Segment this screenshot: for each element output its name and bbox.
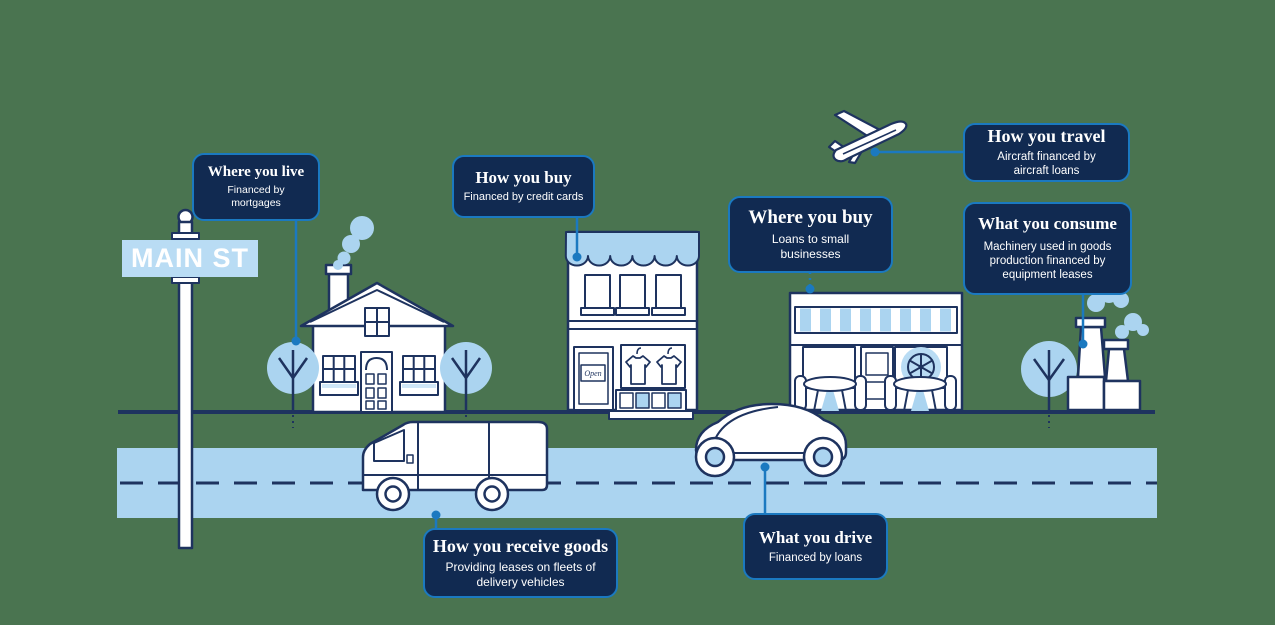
attic-window bbox=[364, 307, 390, 337]
callout-title: How you travel bbox=[987, 126, 1106, 147]
open-sign bbox=[580, 364, 606, 382]
tshirt-icon bbox=[656, 347, 682, 385]
street-sign-text: MAIN ST bbox=[131, 243, 249, 273]
callout-where-you-buy: Where you buy Loans to small businesses bbox=[728, 196, 893, 273]
callout-title: How you receive goods bbox=[432, 536, 609, 557]
street-sign: MAIN ST bbox=[122, 208, 258, 550]
tshirt-icon bbox=[625, 347, 651, 385]
cafe-table-right bbox=[884, 375, 957, 412]
street-sign-plate bbox=[122, 240, 258, 277]
cafe-table-left bbox=[794, 375, 867, 412]
connector-dot bbox=[431, 510, 441, 520]
road bbox=[117, 448, 1157, 518]
connector-lines bbox=[291, 147, 1088, 530]
callout-subtitle: Providing leases on fleets of delivery v… bbox=[445, 559, 596, 589]
factory-illustration bbox=[1066, 281, 1149, 412]
factory-smoke bbox=[1087, 281, 1149, 339]
shop-awning bbox=[564, 231, 700, 267]
connector-dot bbox=[572, 252, 582, 262]
van-window bbox=[373, 429, 405, 462]
house-window-left bbox=[319, 355, 359, 396]
callout-what-you-drive: What you drive Financed by loans bbox=[743, 513, 888, 580]
trees bbox=[267, 341, 1077, 428]
connector-dot bbox=[870, 147, 880, 157]
callout-subtitle: Financed by loans bbox=[768, 551, 863, 564]
tree-icon bbox=[267, 342, 319, 428]
callout-how-you-buy: How you buy Financed by credit cards bbox=[452, 155, 595, 218]
cafe-illustration bbox=[788, 291, 964, 412]
delivery-van-illustration bbox=[361, 420, 549, 512]
cafe-awning bbox=[794, 306, 958, 334]
callout-what-you-consume: What you consume Machinery used in goods… bbox=[963, 202, 1132, 295]
callout-where-you-live: Where you live Financed by mortgages bbox=[192, 153, 320, 221]
shop-illustration: Open bbox=[564, 230, 700, 420]
car-wheels bbox=[694, 436, 844, 478]
house-window-right bbox=[399, 355, 439, 396]
callout-subtitle: Financed by mortgages bbox=[227, 184, 285, 210]
shop-base-panels bbox=[608, 389, 694, 420]
shop-upper-windows bbox=[580, 274, 686, 316]
callout-title: What you consume bbox=[978, 214, 1117, 234]
tree-icon bbox=[440, 342, 492, 428]
callout-how-you-travel: How you travel Aircraft financed by airc… bbox=[963, 123, 1130, 182]
callout-subtitle: Loans to small businesses bbox=[771, 231, 850, 261]
chimney-smoke bbox=[333, 216, 374, 270]
callout-title: How you buy bbox=[475, 168, 572, 188]
airplane-icon bbox=[827, 109, 908, 165]
house-illustration bbox=[299, 216, 455, 414]
callout-how-you-receive-goods: How you receive goods Providing leases o… bbox=[423, 528, 618, 598]
connector-dot bbox=[805, 284, 815, 294]
callout-subtitle: Financed by credit cards bbox=[463, 190, 584, 203]
shop-door bbox=[573, 346, 614, 411]
house-door bbox=[360, 351, 393, 413]
connector-dot bbox=[1078, 339, 1088, 349]
callout-title: Where you live bbox=[207, 163, 305, 180]
callout-subtitle: Aircraft financed by aircraft loans bbox=[997, 150, 1096, 178]
open-sign-text: Open bbox=[584, 369, 601, 378]
tree-icon bbox=[1021, 341, 1077, 428]
callout-title: What you drive bbox=[758, 528, 873, 548]
van-wheels bbox=[375, 476, 510, 512]
car-illustration bbox=[694, 402, 848, 478]
callout-subtitle: Machinery used in goods production finan… bbox=[983, 240, 1112, 282]
callout-title: Where you buy bbox=[748, 207, 873, 229]
connector-dot bbox=[760, 462, 770, 472]
connector-dot bbox=[291, 336, 301, 346]
